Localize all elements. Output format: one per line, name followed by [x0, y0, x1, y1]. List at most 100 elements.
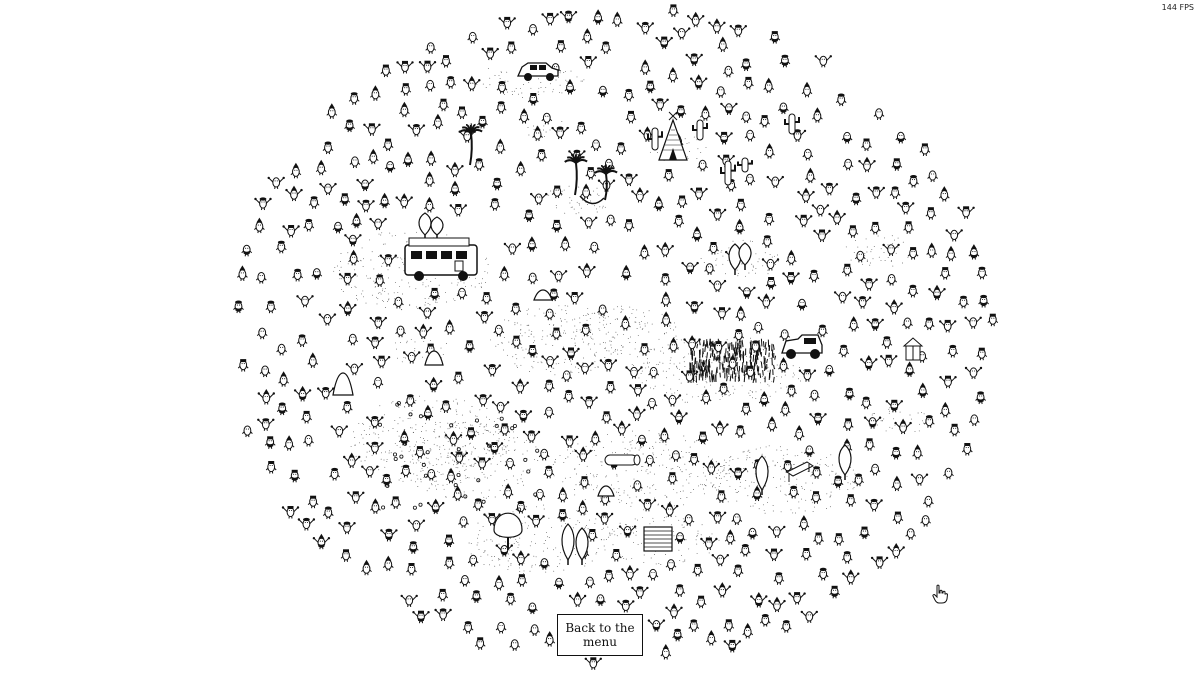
character[interactable] — [648, 366, 659, 379]
character[interactable] — [527, 93, 539, 106]
character[interactable] — [711, 554, 729, 567]
character[interactable] — [444, 319, 455, 335]
character[interactable] — [647, 619, 666, 632]
character[interactable] — [514, 409, 533, 423]
character[interactable] — [510, 302, 522, 316]
character[interactable] — [708, 18, 726, 34]
character[interactable] — [780, 620, 792, 633]
character[interactable] — [731, 513, 743, 526]
tree[interactable] — [575, 527, 589, 565]
character[interactable] — [660, 644, 672, 660]
character[interactable] — [672, 628, 683, 642]
character[interactable] — [351, 212, 362, 229]
character[interactable] — [467, 31, 479, 44]
character[interactable] — [636, 434, 648, 447]
character[interactable] — [704, 263, 715, 275]
character[interactable] — [779, 329, 791, 341]
character[interactable] — [881, 336, 893, 349]
character[interactable] — [615, 142, 627, 155]
character[interactable] — [311, 268, 323, 280]
character[interactable] — [515, 500, 527, 514]
character[interactable] — [380, 528, 398, 542]
tree[interactable] — [755, 455, 769, 495]
character[interactable] — [757, 293, 775, 309]
character[interactable] — [685, 53, 703, 67]
character[interactable] — [339, 193, 351, 206]
character[interactable] — [958, 295, 969, 309]
character[interactable] — [578, 262, 596, 279]
character[interactable] — [579, 56, 597, 69]
character[interactable] — [527, 602, 538, 615]
character[interactable] — [660, 311, 672, 327]
character[interactable] — [890, 446, 902, 460]
character[interactable] — [800, 548, 812, 561]
character[interactable] — [504, 457, 516, 470]
rock[interactable] — [533, 289, 553, 301]
character[interactable] — [674, 532, 686, 544]
character[interactable] — [620, 173, 638, 187]
character[interactable] — [580, 323, 592, 337]
character[interactable] — [735, 305, 747, 322]
character[interactable] — [923, 415, 935, 428]
character[interactable] — [539, 558, 550, 570]
character[interactable] — [927, 170, 938, 183]
character[interactable] — [297, 517, 316, 531]
character[interactable] — [957, 206, 975, 219]
character[interactable] — [869, 221, 881, 235]
character[interactable] — [330, 425, 348, 438]
character[interactable] — [778, 357, 789, 373]
character[interactable] — [491, 401, 510, 414]
character[interactable] — [639, 244, 650, 260]
character[interactable] — [847, 225, 859, 238]
character[interactable] — [402, 151, 414, 168]
character[interactable] — [553, 577, 565, 590]
character[interactable] — [773, 572, 785, 585]
character[interactable] — [551, 126, 569, 140]
character[interactable] — [511, 378, 529, 394]
character[interactable] — [374, 274, 386, 287]
character[interactable] — [734, 425, 746, 438]
character[interactable] — [798, 515, 810, 531]
character[interactable] — [326, 103, 338, 119]
character[interactable] — [700, 389, 712, 405]
character[interactable] — [716, 490, 727, 503]
character[interactable] — [891, 158, 903, 171]
character[interactable] — [647, 568, 659, 581]
character[interactable] — [835, 93, 847, 107]
character[interactable] — [711, 420, 729, 436]
character[interactable] — [811, 466, 822, 479]
character[interactable] — [632, 480, 643, 492]
character[interactable] — [829, 585, 840, 599]
character[interactable] — [584, 576, 596, 589]
character[interactable] — [586, 529, 598, 542]
character[interactable] — [842, 158, 854, 171]
character[interactable] — [675, 105, 687, 118]
character[interactable] — [254, 217, 265, 234]
character[interactable] — [660, 291, 672, 307]
character[interactable] — [529, 624, 540, 636]
character[interactable] — [795, 214, 813, 228]
character[interactable] — [889, 186, 901, 200]
character[interactable] — [600, 41, 612, 55]
character[interactable] — [512, 550, 530, 566]
character[interactable] — [276, 402, 288, 416]
character[interactable] — [370, 85, 381, 101]
character[interactable] — [282, 225, 300, 238]
character[interactable] — [440, 55, 452, 68]
character[interactable] — [665, 559, 677, 571]
character[interactable] — [443, 556, 455, 570]
character[interactable] — [812, 107, 823, 123]
character[interactable] — [798, 369, 817, 382]
character[interactable] — [541, 355, 559, 368]
character[interactable] — [464, 340, 475, 353]
character[interactable] — [341, 401, 353, 414]
character[interactable] — [817, 567, 829, 581]
character[interactable] — [848, 316, 860, 332]
character[interactable] — [555, 40, 567, 53]
character[interactable] — [788, 592, 806, 605]
character[interactable] — [683, 514, 695, 526]
character[interactable] — [690, 187, 708, 201]
character[interactable] — [532, 125, 543, 142]
character[interactable] — [584, 657, 602, 670]
